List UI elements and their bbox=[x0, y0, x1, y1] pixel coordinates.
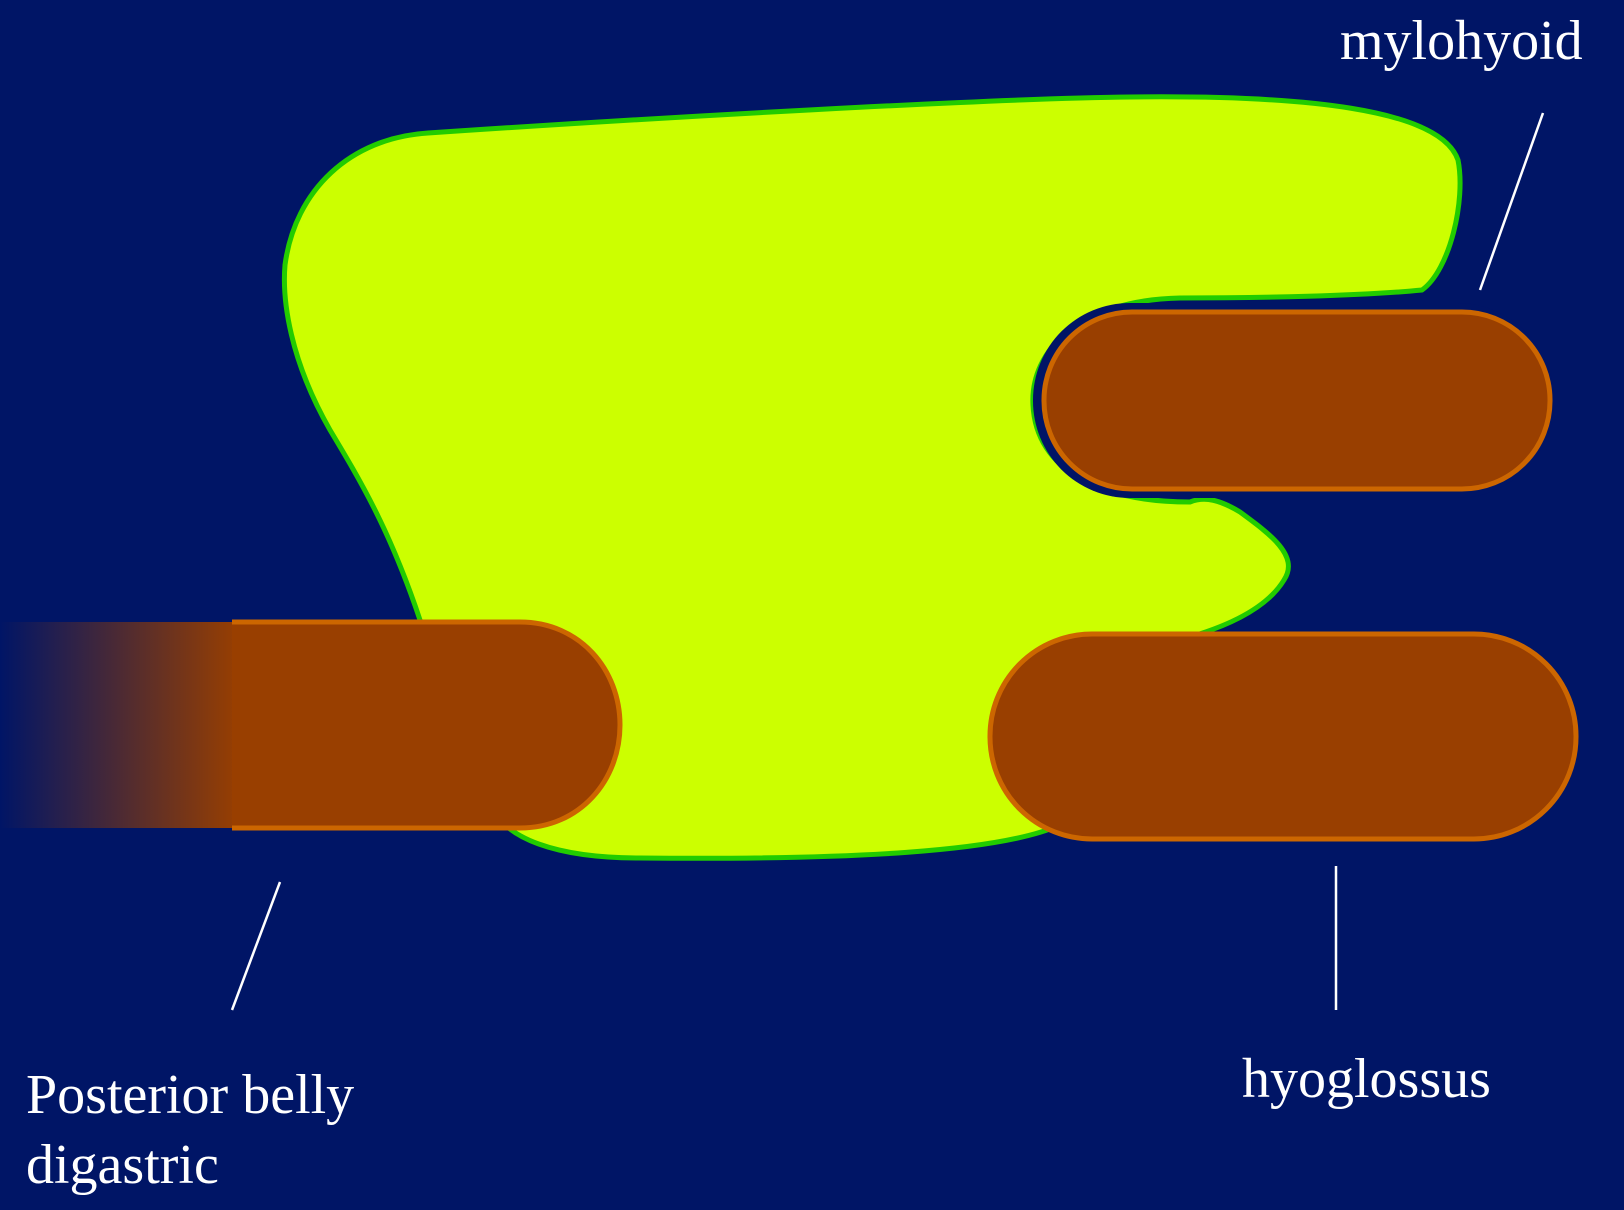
mylohyoid-leader-line bbox=[1480, 113, 1543, 290]
posterior-belly-label-line2: digastric bbox=[26, 1130, 354, 1200]
hyoglossus-muscle bbox=[990, 634, 1576, 839]
mylohyoid-muscle bbox=[1044, 312, 1550, 489]
posterior-belly-digastric-label: Posterior belly digastric bbox=[26, 1060, 354, 1200]
digastric-muscle bbox=[232, 622, 620, 828]
digastric-leader-line bbox=[232, 882, 280, 1010]
posterior-belly-label-line1: Posterior belly bbox=[26, 1060, 354, 1130]
mylohyoid-label: mylohyoid bbox=[1340, 6, 1583, 76]
digastric-fade bbox=[0, 622, 240, 828]
hyoglossus-label: hyoglossus bbox=[1242, 1044, 1491, 1114]
